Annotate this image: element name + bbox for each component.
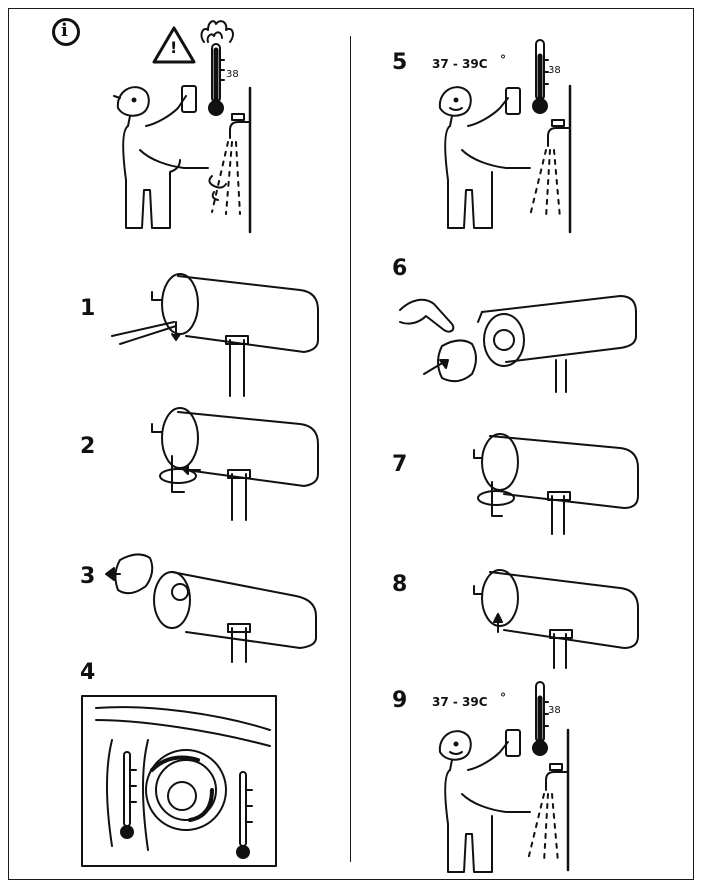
step-number-5: 5 [392,50,408,75]
thermometer-reading-hot: 38 [226,69,239,80]
mixer-illustration-2 [151,407,319,521]
detail-illustration-4 [95,706,271,859]
mixer-illustration-1 [111,273,319,397]
step-number-8: 8 [392,572,408,597]
step-number-3: 3 [80,564,96,589]
person-figure-9 [438,729,531,873]
info-icon [52,18,80,46]
person-figure-1 [113,85,209,229]
step-number-9: 9 [392,688,408,713]
step-number-2: 2 [80,434,96,459]
page-border [8,8,694,880]
thermometer-5 [532,39,549,114]
flame-icon [200,20,234,43]
step-number-6: 6 [392,256,408,281]
step-number-4: 4 [80,660,96,685]
mixer-illustration-3 [105,553,317,663]
column-divider [350,36,351,862]
degree-symbol-5: ° [500,53,506,67]
thermometer-reading-9: 38 [548,705,561,716]
step-number-1: 1 [80,296,96,321]
mixer-illustration-6 [399,295,637,393]
degree-symbol-9: ° [500,691,506,705]
thermometer-reading-5: 38 [548,65,561,76]
person-figure-5 [438,86,531,229]
step-number-7: 7 [392,452,408,477]
info-letter: i [61,20,68,41]
warning-mark: ! [170,38,178,57]
mixer-illustration-7 [473,433,639,535]
target-temperature-9: 37 - 39C [432,695,488,709]
target-temperature-5: 37 - 39C [432,57,488,71]
thermometer-9 [532,681,549,756]
mixer-illustration-8 [473,569,639,669]
thermometer-hot [208,43,225,116]
